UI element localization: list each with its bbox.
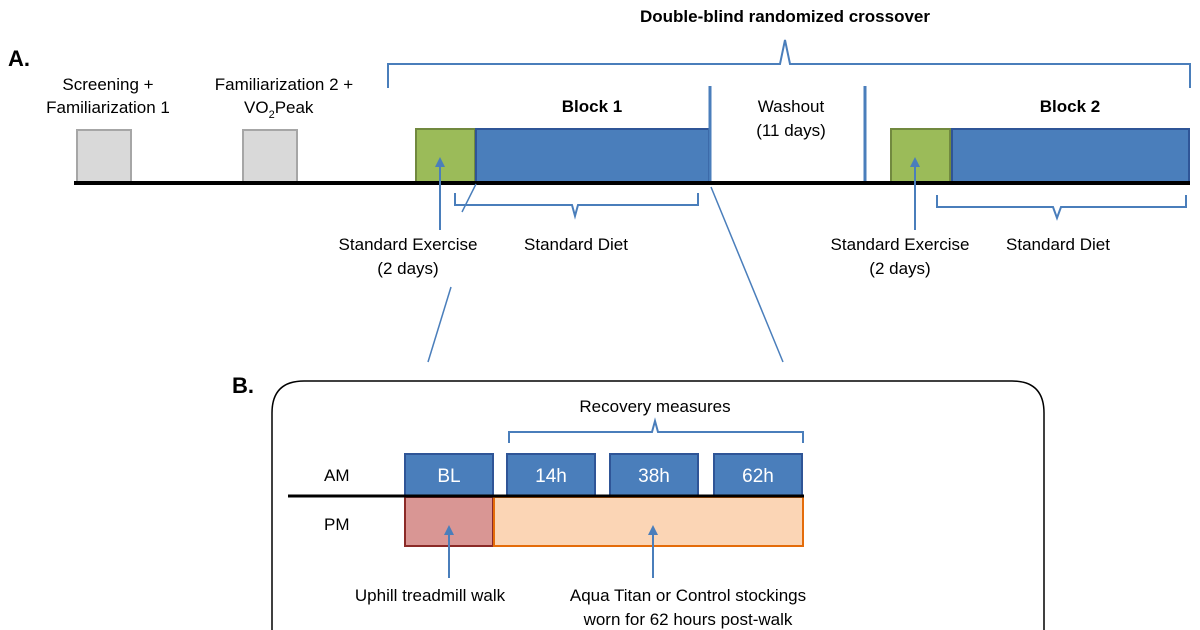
block1-diet-label: Standard Diet xyxy=(524,235,628,254)
timepoint-38h-label: 38h xyxy=(638,466,670,487)
stockings-label-line1: Aqua Titan or Control stockings xyxy=(570,586,806,605)
vo2-suffix: Peak xyxy=(275,98,314,117)
timepoint-bl-box xyxy=(404,453,494,497)
block2-title: Block 2 xyxy=(1040,97,1100,116)
block1-title: Block 1 xyxy=(562,97,622,116)
vo2peak-label: VO2Peak xyxy=(244,98,314,121)
block1-exercise-label-line1: Standard Exercise xyxy=(339,235,478,254)
recovery-bracket xyxy=(508,417,804,443)
block2-exercise-box xyxy=(890,128,951,184)
vo2-subscript: 2 xyxy=(269,109,275,121)
timepoint-62h-box xyxy=(713,453,803,497)
washout-label-line2: (11 days) xyxy=(756,121,826,140)
familiarization2-visit-box xyxy=(242,129,298,183)
zoom-line-left xyxy=(427,286,452,363)
pm-label: PM xyxy=(324,515,350,534)
timepoint-14h-label: 14h xyxy=(535,466,567,487)
timepoint-bl-label: BL xyxy=(437,466,460,487)
treadmill-walk-label: Uphill treadmill walk xyxy=(355,586,506,605)
crossover-title: Double-blind randomized crossover xyxy=(640,7,930,26)
am-label: AM xyxy=(324,466,350,485)
screening-label-line2: Familiarization 1 xyxy=(46,98,170,117)
panel-b-frame xyxy=(271,380,1045,630)
panel-b-label: B. xyxy=(232,373,254,398)
screening-visit-box xyxy=(76,129,132,183)
washout-label-line1: Washout xyxy=(758,97,825,116)
block1-diet-bracket xyxy=(454,193,699,220)
block1-exercise-box xyxy=(415,128,476,184)
timepoint-38h-box xyxy=(609,453,699,497)
panel-a-label: A. xyxy=(8,46,30,71)
zoom-line-right xyxy=(710,186,784,363)
stockings-label-line2: worn for 62 hours post-walk xyxy=(583,610,793,629)
block2-diet-box xyxy=(951,128,1190,184)
block2-diet-label: Standard Diet xyxy=(1006,235,1110,254)
recovery-measures-title: Recovery measures xyxy=(579,397,730,416)
block2-exercise-label-line2: (2 days) xyxy=(869,259,930,278)
block1-exercise-pointer xyxy=(461,183,477,213)
timepoint-14h-box xyxy=(506,453,596,497)
block2-exercise-label-line1: Standard Exercise xyxy=(831,235,970,254)
block2-diet-bracket xyxy=(936,195,1187,221)
stockings-period-box xyxy=(493,496,804,547)
crossover-bracket xyxy=(387,39,1191,88)
block1-diet-box xyxy=(475,128,710,184)
timepoint-62h-label: 62h xyxy=(742,466,774,487)
block1-exercise-label-line2: (2 days) xyxy=(377,259,438,278)
vo2-prefix: VO xyxy=(244,98,269,117)
screening-label-line1: Screening + xyxy=(62,75,153,94)
familiarization2-label-line1: Familiarization 2 + xyxy=(215,75,353,94)
